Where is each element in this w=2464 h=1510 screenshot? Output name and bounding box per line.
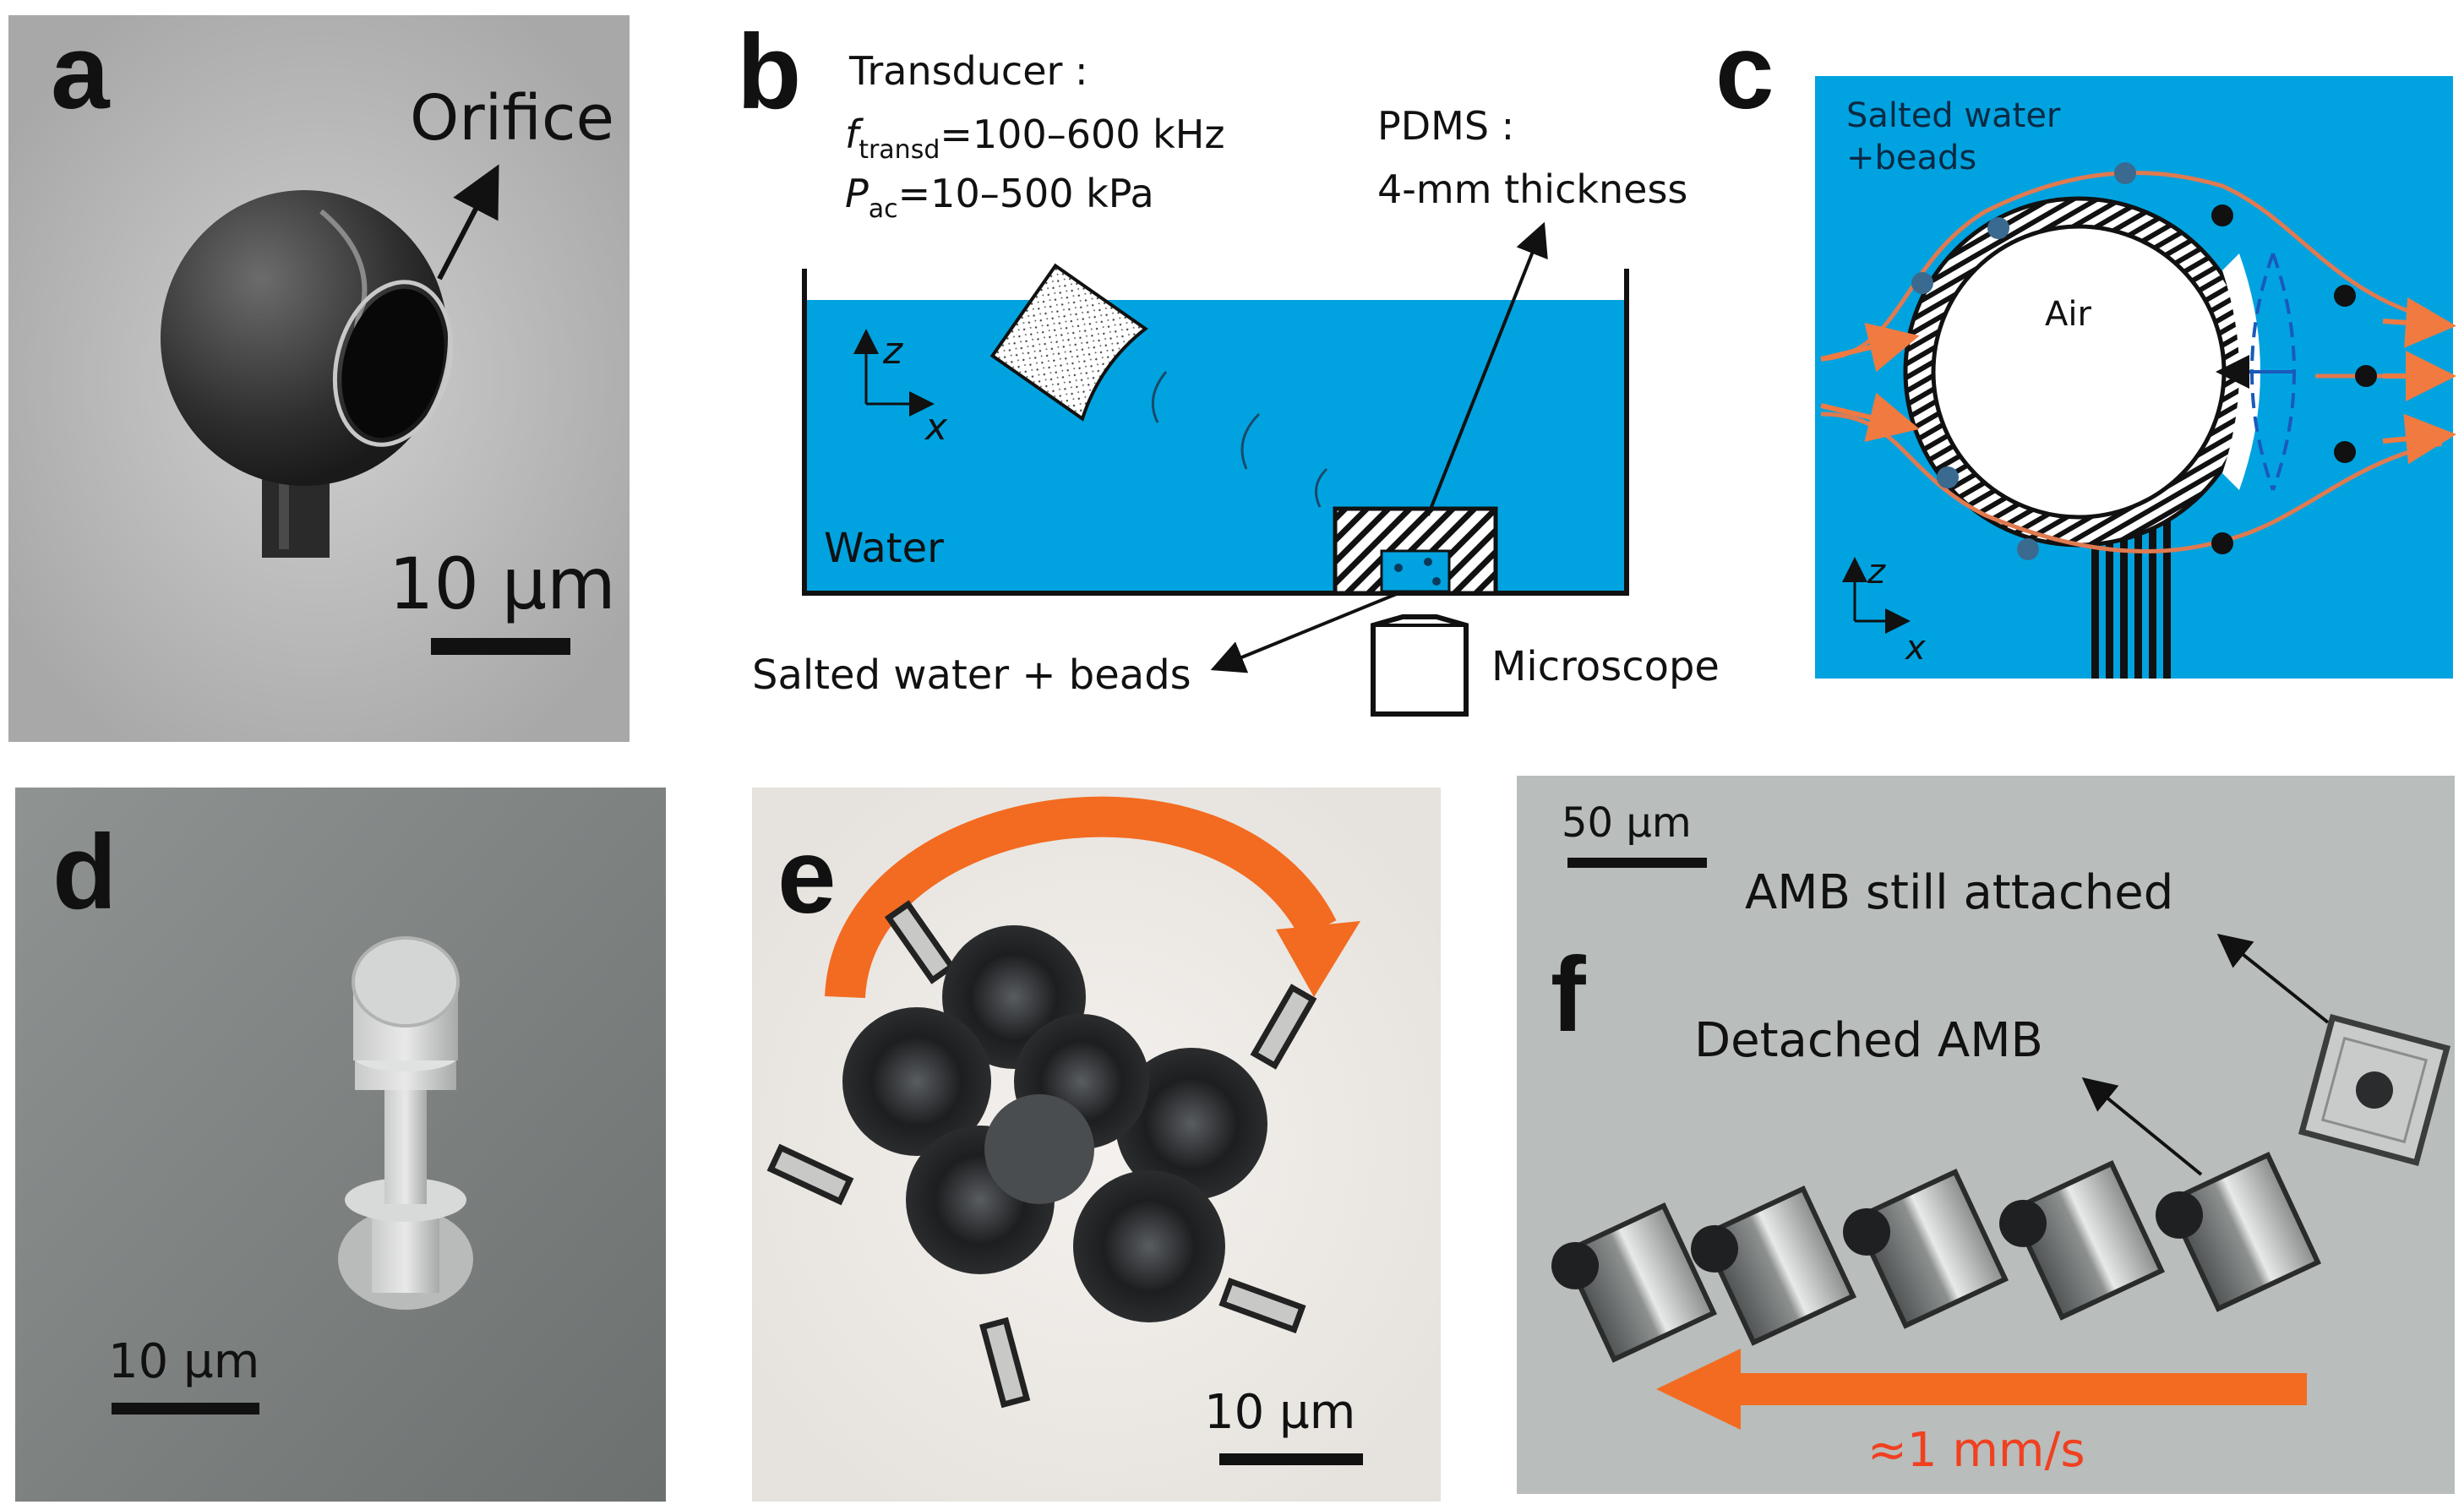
transducer: [989, 263, 1148, 422]
attached-label: AMB still attached: [1745, 865, 2173, 920]
wave-arc: [1240, 412, 1261, 470]
pdms-thickness: 4-mm thickness: [1377, 166, 1687, 212]
panel-letter-b: b: [737, 14, 801, 131]
panel-f: f 50 µm AMB still attached Detached AMB …: [1517, 776, 2455, 1494]
attached-amb: [2298, 1013, 2451, 1167]
water-label: Water: [824, 525, 944, 572]
axis-z-label-c: z: [1867, 553, 1886, 591]
transducer-pressure: Pac=10–500 kPa: [845, 171, 1154, 224]
attached-arrow: [2216, 934, 2330, 1024]
detached-label: Detached AMB: [1694, 1013, 2043, 1068]
scale-bar-label-e: 10 µm: [1204, 1385, 1355, 1440]
microscope-icon: [1371, 614, 1469, 717]
air-core: [1931, 224, 2227, 520]
sample-chamber: [1380, 549, 1451, 593]
speed-label: ≈1 mm/s: [1867, 1423, 2085, 1478]
scale-bar-label-f: 50 µm: [1562, 799, 1692, 847]
medium-label-2: +beads: [1846, 139, 1976, 177]
speed-arrow: [1724, 1373, 2307, 1405]
scale-bar-label-a: 10 µm: [389, 542, 616, 625]
detached-arrow: [2081, 1077, 2203, 1176]
panel-c: c Salted water +beads Air: [1715, 14, 2456, 679]
wave-arc: [1315, 467, 1328, 508]
pdms-title: PDMS :: [1377, 103, 1514, 149]
panel-b: b Transducer : ftransd=100–600 kHz Pac=1…: [737, 14, 1720, 717]
scale-bar-d: [112, 1403, 259, 1415]
medium-label-1: Salted water: [1846, 96, 2061, 135]
beads: [1911, 162, 2377, 560]
panel-letter-f: f: [1551, 936, 1586, 1054]
pillar: [384, 1090, 427, 1204]
panel-letter-e: e: [777, 818, 837, 935]
panel-letter-a: a: [51, 14, 111, 131]
microscope-label: Microscope: [1491, 643, 1720, 690]
sem-background-d: [15, 788, 666, 1502]
orifice-arrow: [437, 164, 499, 281]
bead-cluster: [842, 925, 1267, 1322]
moving-ambs: [1551, 1151, 2322, 1363]
sample-label: Salted water + beads: [752, 651, 1191, 699]
axis-z-label-b: z: [882, 330, 903, 373]
orifice: [341, 288, 444, 439]
pdms-arrow: [1426, 221, 1548, 516]
tank-walls: [802, 269, 1629, 596]
axis-x-label-c: x: [1904, 629, 1926, 668]
streamline: [1820, 412, 2443, 553]
sample-arrow: [1210, 590, 1404, 673]
panel-letter-d: d: [52, 814, 117, 931]
transducer-title: Transducer :: [848, 48, 1088, 94]
transducer-frequency: ftransd=100–600 kHz: [845, 112, 1225, 165]
rotation-arrow: [825, 796, 1337, 999]
panel-letter-c: c: [1715, 14, 1774, 131]
panel-e: e 10 µm: [752, 788, 1441, 1502]
scale-bar-label-d: 10 µm: [108, 1334, 259, 1389]
wave-arc: [1151, 371, 1168, 423]
panel-a: a Orifice 10 µm: [8, 14, 630, 742]
air-label: Air: [2045, 295, 2091, 334]
scale-bar-a: [431, 638, 570, 655]
tethers: [766, 900, 1317, 1409]
orifice-label: Orifice: [410, 82, 614, 155]
scale-bar-f: [1567, 858, 1707, 868]
axis-x-label-b: x: [924, 406, 948, 449]
panel-d: d 10 µm: [15, 788, 666, 1502]
scale-bar-e: [1219, 1453, 1363, 1465]
